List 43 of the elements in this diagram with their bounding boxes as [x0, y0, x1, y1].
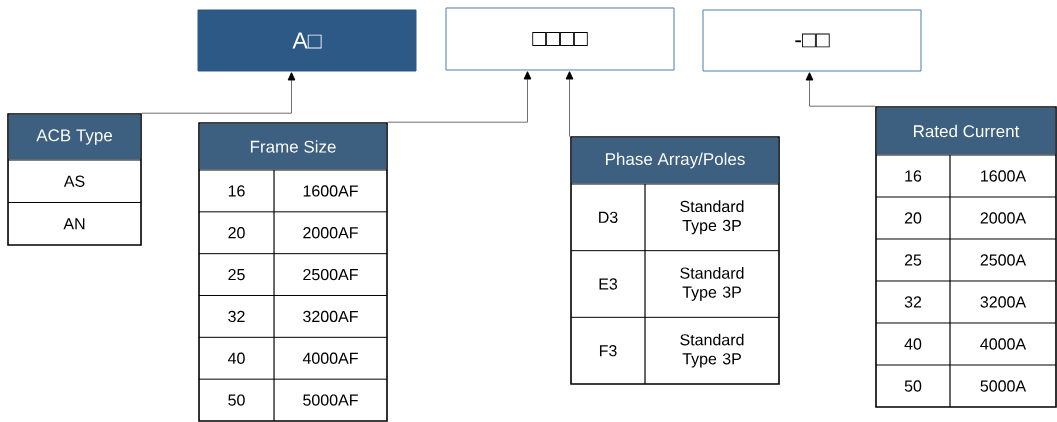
arrow — [141, 72, 296, 114]
table-cell: F3 — [600, 345, 617, 357]
table-cell: 2500AF — [303, 268, 358, 281]
table-cell: 25 — [228, 268, 245, 281]
table-cell: 1600AF — [303, 185, 358, 197]
code-box: A□ — [197, 9, 417, 72]
table-cell: Standard Type 3P — [680, 333, 744, 368]
table-cell: 40 — [904, 338, 922, 350]
table-cell: 32 — [228, 310, 245, 323]
table-header: ACB Type — [8, 114, 141, 160]
table-cell: 2500A — [980, 254, 1027, 266]
table-header: Frame Size — [199, 123, 387, 170]
table-cell: Standard Type 3P — [680, 200, 744, 235]
arrow — [565, 71, 574, 137]
table-cell: D3 — [599, 211, 618, 223]
table-cell: 5000A — [980, 380, 1027, 392]
table-cell: 16 — [228, 185, 245, 197]
arrow — [387, 71, 532, 123]
table-cell: E3 — [599, 278, 618, 290]
table-cell: 2000A — [980, 212, 1027, 224]
table-cell: Standard Type 3P — [680, 267, 744, 301]
table-cell: 4000A — [980, 338, 1027, 350]
code-box: -□□ — [702, 9, 922, 72]
table-cell: 50 — [228, 394, 245, 406]
table-cell: 1600A — [981, 170, 1027, 182]
table-cell: 32 — [904, 296, 922, 308]
table-cell: 20 — [904, 212, 922, 224]
table-header: Rated Current — [876, 107, 1056, 155]
code-box: □□□□ — [445, 7, 675, 71]
table-cell: 4000AF — [302, 352, 358, 364]
table-cell: 20 — [228, 227, 245, 239]
table-cell: 25 — [904, 254, 922, 266]
table-cell: 3200AF — [303, 310, 358, 323]
table-cell: 40 — [227, 352, 245, 364]
table-cell: 3200A — [980, 296, 1027, 308]
table-cell: 16 — [905, 170, 922, 182]
table-cell: AS — [63, 175, 85, 187]
table-cell: 2000AF — [303, 227, 358, 239]
arrow — [805, 72, 876, 107]
table-cell: 5000AF — [303, 394, 358, 406]
table-cell: 50 — [904, 380, 922, 392]
table-header: Phase Array/Poles — [571, 137, 779, 184]
table-cell: AN — [63, 218, 85, 230]
